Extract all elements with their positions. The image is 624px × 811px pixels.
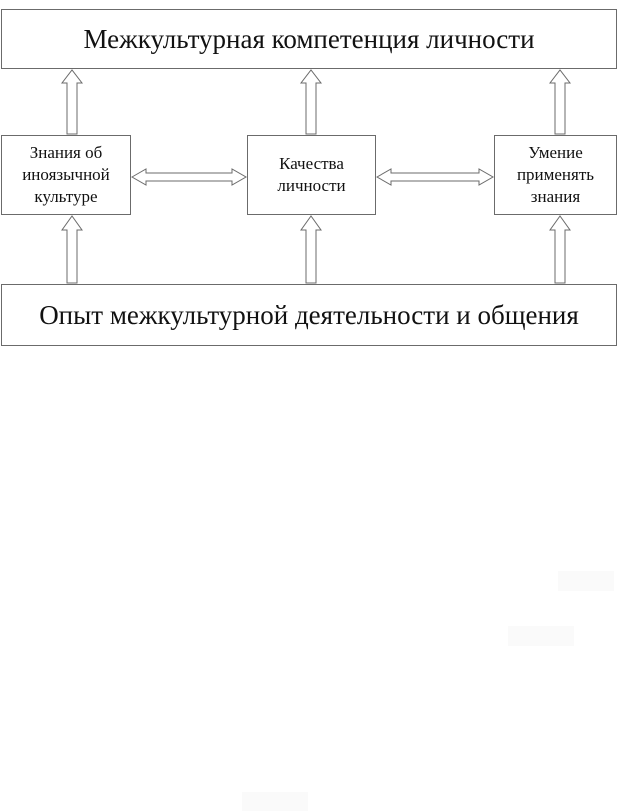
arrow-up-bottom-to-qualities	[300, 215, 322, 284]
bottom-box-label: Опыт межкультурной деятельности и общени…	[39, 299, 579, 330]
arrow-up-bottom-to-skills	[549, 215, 571, 284]
box-qualities-label: Качества личности	[277, 154, 346, 195]
top-box-label: Межкультурная компетенция личности	[83, 23, 535, 54]
box-skills-label: Умение применять знания	[516, 143, 595, 206]
scan-artifact	[508, 626, 574, 646]
box-knowledge-label: Знания об иноязычной культуре	[22, 143, 110, 206]
arrow-up-bottom-to-knowledge	[61, 215, 83, 284]
arrow-up-skills-to-top	[548, 69, 572, 135]
box-personal-qualities: Качества личности	[247, 135, 376, 215]
arrow-both-qualities-skills	[375, 168, 495, 186]
box-knowledge-of-foreign-culture: Знания об иноязычной культуре	[1, 135, 131, 215]
box-skill-to-apply-knowledge: Умение применять знания	[494, 135, 617, 215]
scan-artifact	[558, 571, 614, 591]
bottom-box-intercultural-experience: Опыт межкультурной деятельности и общени…	[1, 284, 617, 346]
arrow-up-knowledge-to-top	[60, 69, 84, 135]
arrow-both-knowledge-qualities	[130, 168, 248, 186]
scan-artifact	[242, 792, 308, 811]
top-box-intercultural-competence: Межкультурная компетенция личности	[1, 9, 617, 69]
arrow-up-qualities-to-top	[299, 69, 323, 135]
